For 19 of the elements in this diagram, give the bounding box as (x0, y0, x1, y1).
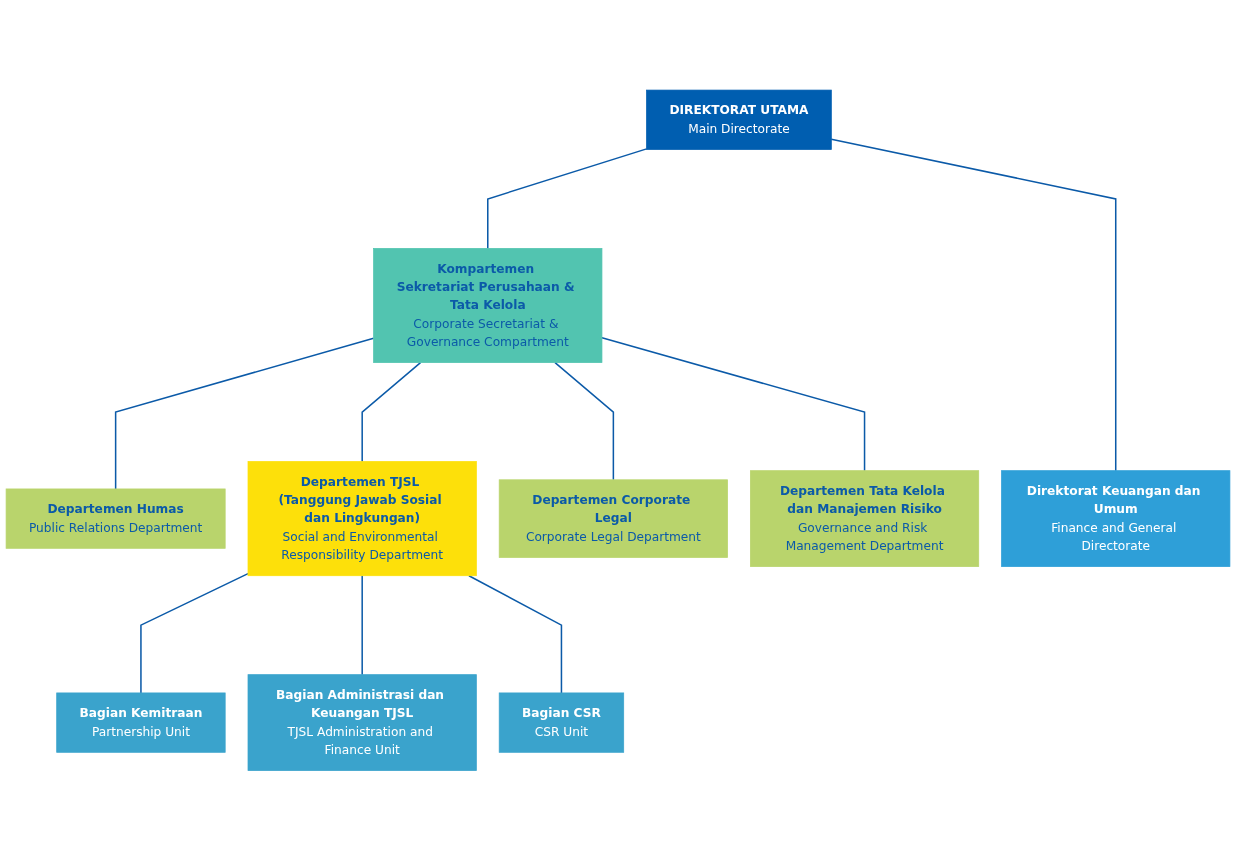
node-box: Departemen Tata Kelola dan Manajemen Risiko Governance and Risk Management Department (750, 470, 980, 568)
node-box: Kompartemen Sekretariat Perusahaan & Tata Kelola Corporate Secretariat & Governance Compartment (373, 248, 603, 364)
connector (554, 362, 615, 481)
connector (487, 148, 648, 250)
connector (830, 138, 1117, 472)
node-box: Departemen Corporate Legal Corporate Legal Department (498, 479, 728, 558)
node-box: Bagian CSR CSR Unit (498, 692, 625, 753)
connector (361, 362, 422, 463)
node-box: DIREKTORAT UTAMA Main Directorate (646, 89, 832, 150)
node-box: Bagian Kemitraan Partnership Unit (56, 692, 226, 753)
connector (468, 575, 563, 694)
node-box: Direktorat Keuangan dan Umum Finance and General Directorate (1001, 470, 1231, 568)
node-box: Departemen TJSL (Tanggung Jawab Sosial dan Lingkungan) Social and Environmental Responsibility Department (247, 461, 477, 577)
connector (601, 337, 866, 472)
connector (140, 573, 249, 694)
node-box: Bagian Administrasi dan Keuangan TJSL TJSL Administration and Finance Unit (247, 674, 477, 772)
node-box: Departemen Humas Public Relations Department (5, 488, 226, 549)
connector (114, 337, 375, 490)
connector (361, 575, 363, 676)
